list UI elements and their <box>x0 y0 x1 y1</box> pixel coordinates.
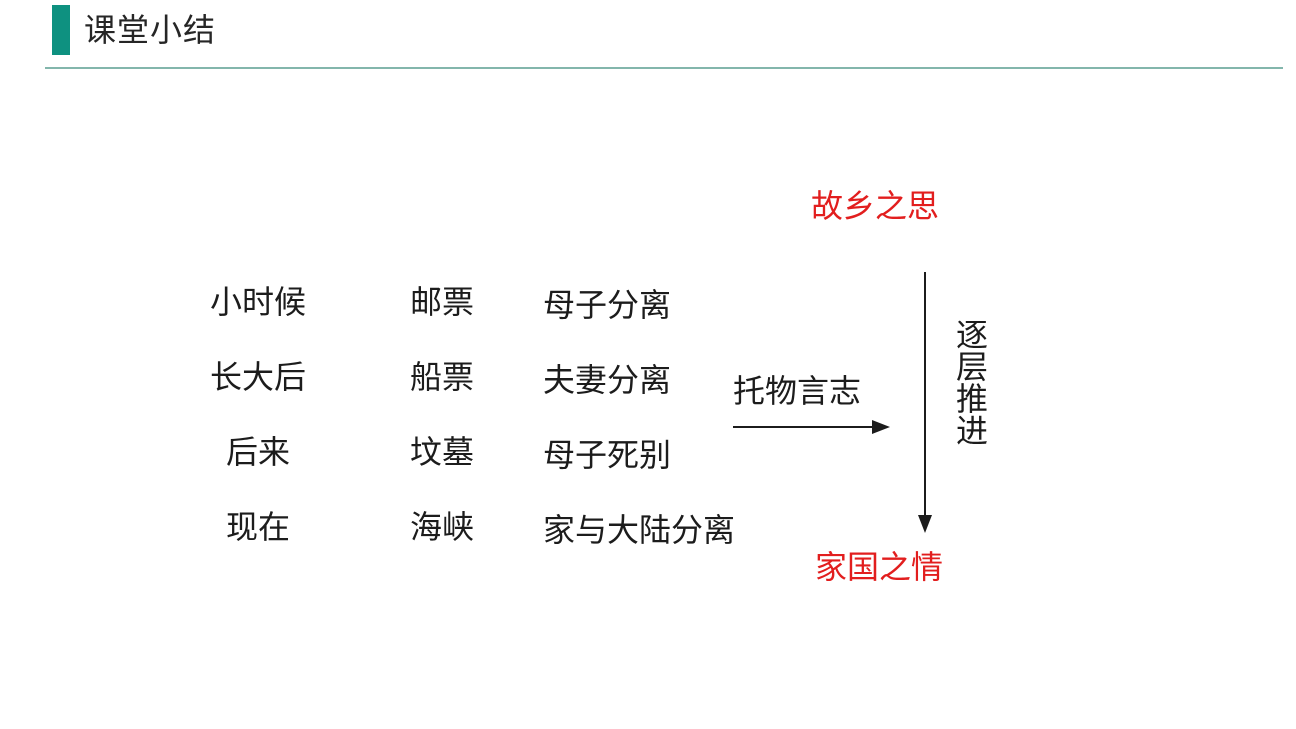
title-accent-bar <box>52 5 70 55</box>
column-objects: 邮票 船票 坟墓 海峡 <box>379 286 505 543</box>
object-item: 船票 <box>409 359 474 395</box>
progression-label: 逐层推进 <box>952 318 988 446</box>
time-period-item: 后来 <box>225 434 290 470</box>
object-item: 海峡 <box>409 509 474 545</box>
bottom-theme-label: 家国之情 <box>815 549 944 585</box>
column-time-periods: 小时候 长大后 后来 现在 <box>195 286 321 543</box>
meaning-item: 母子分离 <box>543 287 672 323</box>
meaning-item: 夫妻分离 <box>543 362 672 398</box>
object-item: 坟墓 <box>409 434 474 470</box>
meaning-item: 家与大陆分离 <box>543 512 736 548</box>
top-theme-label: 故乡之思 <box>811 188 940 224</box>
header-divider <box>45 67 1283 69</box>
technique-label: 托物言志 <box>733 373 862 409</box>
object-item: 邮票 <box>409 284 474 320</box>
meaning-item: 母子死别 <box>543 437 672 473</box>
time-period-item: 小时候 <box>209 284 306 320</box>
time-period-item: 现在 <box>225 509 290 545</box>
column-meanings: 母子分离 夫妻分离 母子死别 家与大陆分离 <box>543 289 773 546</box>
time-period-item: 长大后 <box>209 359 306 395</box>
page-title: 课堂小结 <box>84 12 217 48</box>
progression-down-arrow <box>918 272 932 533</box>
